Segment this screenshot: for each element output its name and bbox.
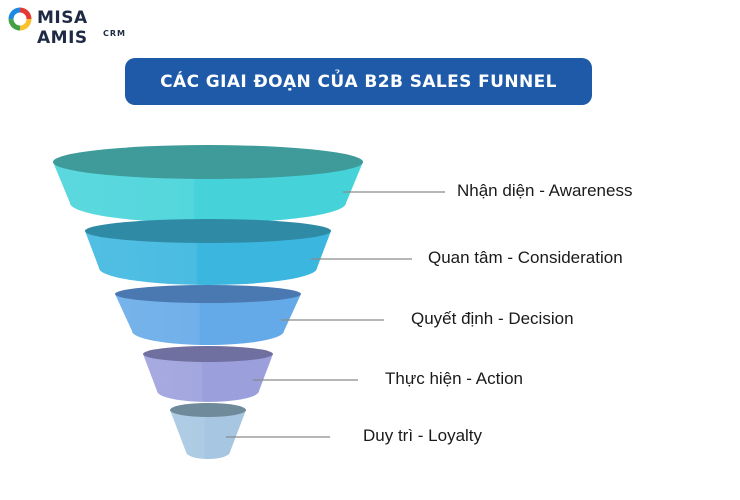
brand-logo: MISA AMIS CRM [8,6,138,48]
page-title: CÁC GIAI ĐOẠN CỦA B2B SALES FUNNEL [160,71,557,92]
title-banner: CÁC GIAI ĐOẠN CỦA B2B SALES FUNNEL [125,58,592,105]
funnel-body-1 [53,162,363,223]
funnel-rim-1 [53,145,363,179]
stage-label-4: Thực hiện - Action [385,369,524,388]
funnel-body-3 [115,294,301,345]
funnel-rim-4 [143,346,273,362]
funnel-body-2 [85,231,331,285]
funnel-body-4 [143,354,273,402]
funnel-stage-3 [115,285,384,345]
stage-label-3: Quyết định - Decision [411,309,574,328]
funnel-stage-5 [170,403,330,459]
brand-name: MISA AMIS [37,8,88,48]
funnel-rim-3 [115,285,301,303]
funnel-rim-5 [170,403,246,417]
funnel-stage-1 [53,145,445,223]
stage-label-5: Duy trì - Loyalty [363,426,483,445]
brand-sub: CRM [103,29,126,38]
stage-label-2: Quan tâm - Consideration [428,248,623,267]
funnel-rim-2 [85,219,331,243]
misa-logo-icon [8,7,32,31]
funnel-stage-4 [143,346,358,402]
funnel-body-5 [170,410,246,459]
stage-label-1: Nhận diện - Awareness [457,181,633,200]
funnel-stage-2 [85,219,412,285]
